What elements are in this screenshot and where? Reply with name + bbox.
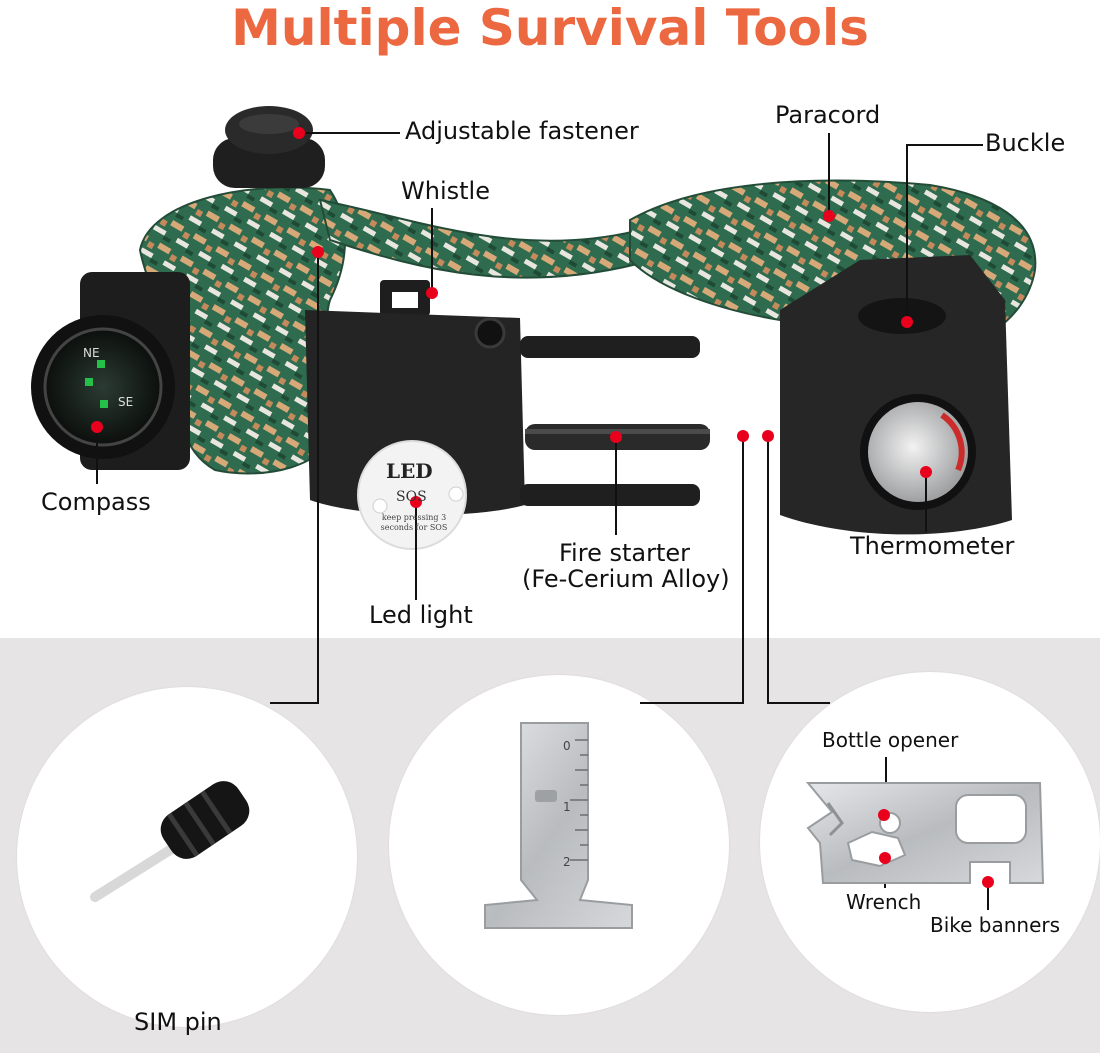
svg-text:NE: NE xyxy=(83,346,100,360)
marker-compass xyxy=(91,421,103,433)
marker-whistle xyxy=(426,287,438,299)
leader-multitool xyxy=(767,436,830,704)
ruler-tool-part xyxy=(484,722,633,929)
leader-lines xyxy=(96,132,989,910)
multitool-card-part xyxy=(805,782,1045,884)
label-paracord: Paracord xyxy=(775,101,881,129)
marker-fire-starter xyxy=(610,431,622,443)
marker-adjustable-fastener xyxy=(293,127,305,139)
marker-sim-pin xyxy=(312,246,324,258)
marker-ruler xyxy=(737,430,749,442)
leader-buckle xyxy=(906,144,983,320)
ruler-tick-1: 1 xyxy=(563,800,571,814)
label-fire-starter: Fire starter xyxy=(559,539,690,567)
label-buckle: Buckle xyxy=(985,129,1066,157)
label-whistle: Whistle xyxy=(401,177,490,205)
marker-thermometer xyxy=(920,466,932,478)
ruler-tick-0: 0 xyxy=(563,739,571,753)
marker-bike-banners xyxy=(982,876,994,888)
ruler-tick-2: 2 xyxy=(563,855,571,869)
marker-bottle-opener xyxy=(878,809,890,821)
label-bottle-opener: Bottle opener xyxy=(822,728,959,752)
buckle-thermometer-part xyxy=(780,255,1012,535)
page-title: Multiple Survival Tools xyxy=(231,0,869,57)
leader-ruler xyxy=(640,436,744,704)
svg-text:SE: SE xyxy=(118,395,133,409)
marker-wrench xyxy=(879,852,891,864)
label-led-light: Led light xyxy=(369,601,473,629)
marker-led xyxy=(410,496,422,508)
leader-sim-pin xyxy=(270,252,319,704)
label-sim-pin: SIM pin xyxy=(134,1008,222,1036)
label-bike-banners: Bike banners xyxy=(930,913,1061,937)
whistle-buckle-part xyxy=(305,280,700,550)
label-wrench: Wrench xyxy=(846,890,922,914)
led-disc-text: LED xyxy=(386,459,433,483)
compass-part: NE SE xyxy=(31,272,190,470)
led-disc-note: keep pressing 3 seconds for SOS xyxy=(380,513,448,532)
marker-buckle xyxy=(901,316,913,328)
label-compass: Compass xyxy=(41,488,151,516)
label-adjustable-fastener: Adjustable fastener xyxy=(405,117,639,145)
paracord-top-strand xyxy=(318,198,647,279)
label-fire-starter-alloy: (Fe-Cerium Alloy) xyxy=(522,565,730,593)
marker-paracord xyxy=(823,210,835,222)
adjustable-fastener-part xyxy=(213,106,325,188)
red-markers xyxy=(91,127,994,888)
label-thermometer: Thermometer xyxy=(850,532,1015,560)
marker-multitool xyxy=(762,430,774,442)
sim-pin-part xyxy=(90,781,250,902)
led-disc-sos: SOS xyxy=(396,489,427,505)
